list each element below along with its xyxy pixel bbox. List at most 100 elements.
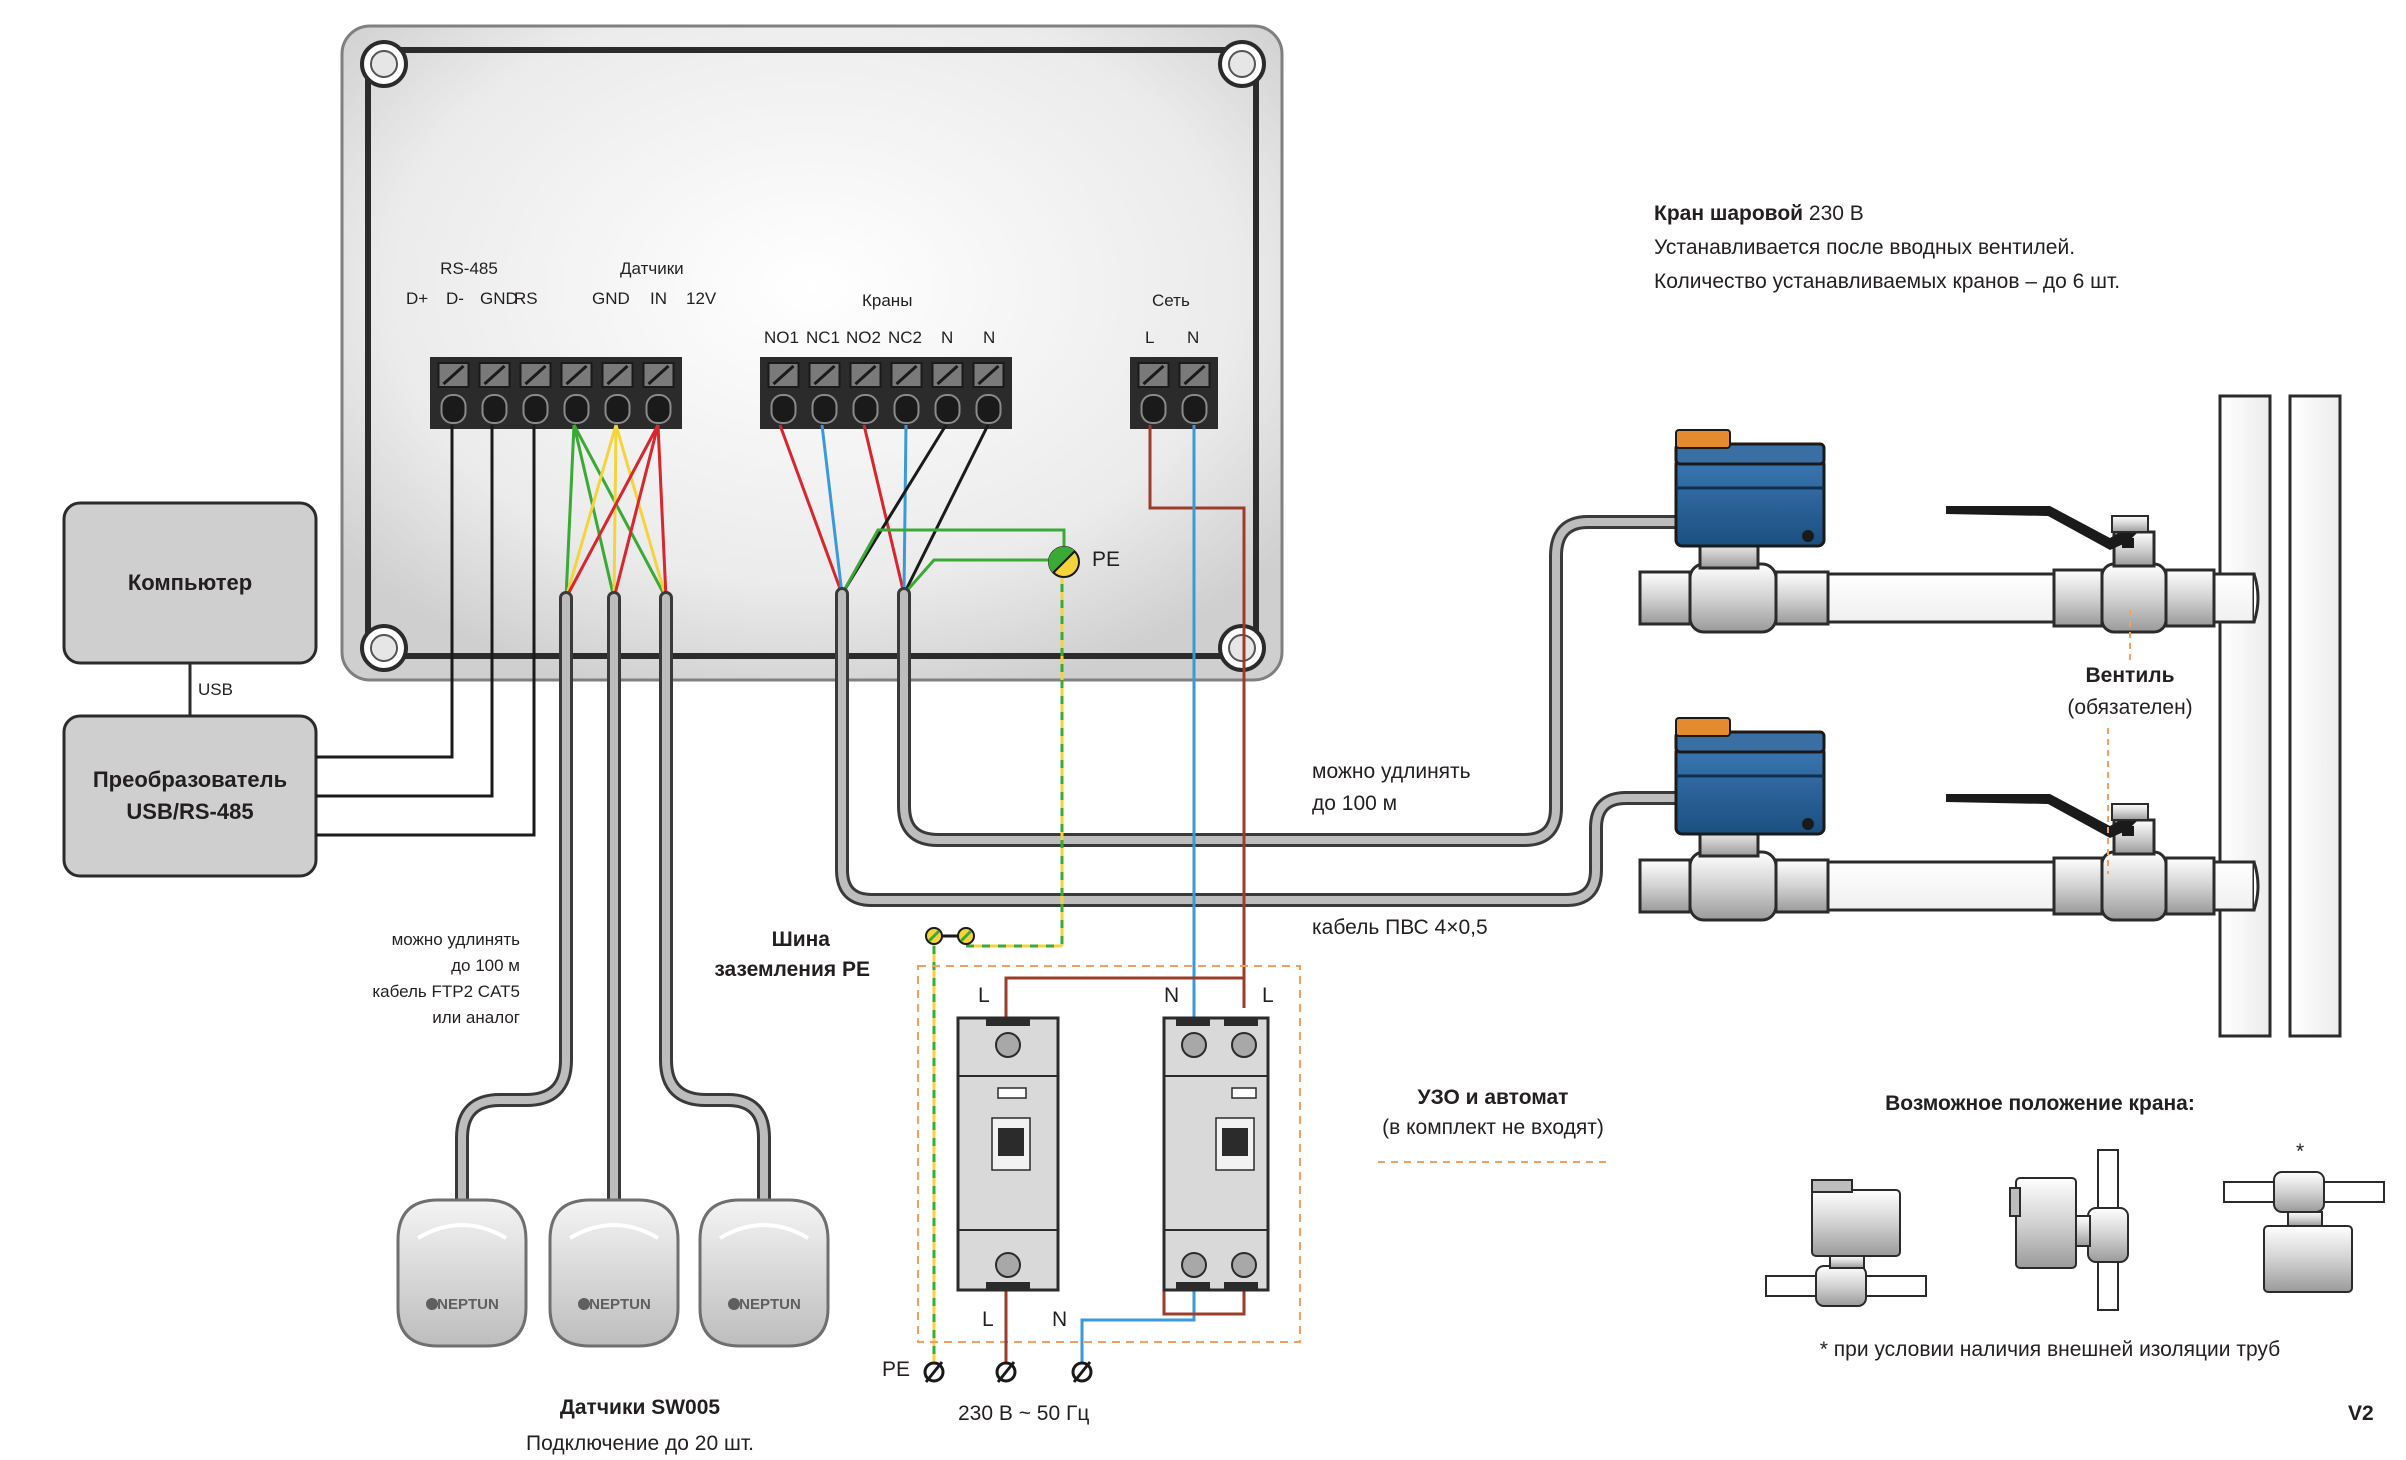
terminal-screw (642, 362, 675, 424)
sensor-wires (564, 424, 668, 599)
positions-asterisk: * (2296, 1140, 2305, 1163)
pin-network-l: L (1145, 328, 1155, 347)
pe-bus (925, 927, 975, 945)
water-sensor: NEPTUN (698, 1198, 830, 1348)
water-sensor: NEPTUN (396, 1198, 528, 1348)
controller-box (340, 24, 1284, 682)
terminal-screw (767, 362, 800, 424)
rcd-bottom-n: N (1052, 1308, 1068, 1331)
valve-handle (1946, 794, 2138, 838)
sensor-brand: NEPTUN (739, 1296, 801, 1313)
ball-valve-title-rest: 230 В (1803, 202, 1864, 225)
supply-terminal-pe (923, 1361, 945, 1383)
neptun-logo-icon (728, 1298, 740, 1310)
pe-bus-label-2: заземления PE (714, 958, 870, 981)
rcd (1162, 1016, 1270, 1292)
water-sensors: NEPTUN NEPTUN NEPTUN (396, 1198, 830, 1348)
terminal-screw (890, 362, 923, 424)
pin-gnd: GND (480, 289, 518, 308)
ball-valve (1638, 534, 1830, 634)
pin-sensor-in: IN (650, 289, 667, 308)
pin-n2: N (983, 328, 996, 347)
valve-wires (778, 424, 1066, 595)
terminal-block-rs485-sensors (430, 357, 682, 429)
pe-bus-label-1: Шина (771, 928, 830, 951)
sensor-cable-line2: до 100 м (451, 956, 520, 975)
terminal-screw (808, 362, 841, 424)
rcd-title: УЗО и автомат (1417, 1086, 1569, 1109)
rs485-wires (316, 425, 536, 837)
screw-hole (1218, 40, 1266, 88)
supply-terminal-n (1071, 1361, 1093, 1383)
valve-position-illustration (2223, 1171, 2385, 1293)
network-label: Сеть (1152, 291, 1190, 310)
shutoff-valve-note: (обязателен) (2067, 696, 2193, 719)
circuit-breaker (956, 1016, 1060, 1292)
neptun-logo-icon (578, 1298, 590, 1310)
terminal-screw (437, 362, 470, 424)
pin-d-minus: D- (446, 289, 464, 308)
neptun-logo-icon (426, 1298, 438, 1310)
screw-hole (360, 40, 408, 88)
sensor-brand: NEPTUN (437, 1296, 499, 1313)
pin-no1: NO1 (764, 328, 799, 347)
computer-label: Компьютер (127, 570, 253, 595)
valve-assembly (1638, 717, 2260, 922)
ball-valve-title: Кран шаровой 230 В (1654, 202, 1864, 226)
pin-sensor-12v: 12V (686, 289, 717, 308)
shutoff-valve (1946, 506, 2216, 634)
screw-hole (1218, 624, 1266, 672)
terminal-screw (560, 362, 593, 424)
supply-pe-label: PE (882, 1358, 911, 1381)
sensors-subtitle: Подключение до 20 шт. (526, 1432, 754, 1455)
terminal-block-network (1130, 357, 1218, 429)
sensors-label: Датчики (620, 259, 684, 278)
shutoff-valve-label: Вентиль (2085, 664, 2175, 687)
pin-network-n: N (1187, 328, 1200, 347)
terminal-screw (601, 362, 634, 424)
usb-label: USB (198, 680, 233, 699)
valves-label: Краны (862, 291, 913, 310)
pin-rs: RS (514, 289, 538, 308)
rs485-label: RS-485 (440, 259, 498, 278)
valve-actuator (1674, 717, 1826, 836)
ball-valve-line2: Количество устанавливаемых кранов – до 6… (1654, 270, 2121, 293)
terminal-screw (972, 362, 1005, 424)
supply-terminal-l (995, 1361, 1017, 1383)
valve-handle (1946, 506, 2138, 550)
pin-sensor-gnd: GND (592, 289, 630, 308)
pin-no2: NO2 (846, 328, 881, 347)
pe-symbol (1048, 546, 1080, 578)
network-wires (1148, 425, 1246, 1008)
version-label: V2 (2348, 1402, 2374, 1425)
water-sensor: NEPTUN (548, 1198, 680, 1348)
terminal-block-valves (760, 357, 1012, 429)
terminal-screw (1137, 362, 1170, 424)
valve-cables (835, 515, 1683, 907)
terminal-screw (931, 362, 964, 424)
supply-voltage: 230 В ~ 50 Гц (958, 1402, 1090, 1425)
screw-hole (360, 624, 408, 672)
valve-cable-extend-2: до 100 м (1312, 792, 1398, 815)
valve-actuator (1674, 429, 1826, 548)
positions-title: Возможное положение крана: (1885, 1092, 2195, 1115)
valve-position-illustration (1765, 1179, 1927, 1307)
pin-d-plus: D+ (406, 289, 429, 308)
pin-n1: N (941, 328, 954, 347)
pin-nc1: NC1 (806, 328, 841, 347)
rcd-top-n: N (1164, 984, 1180, 1007)
positions-footnote: * при условии наличия внешней изоляции т… (1819, 1338, 2281, 1361)
sensor-cable-line4: или аналог (432, 1008, 520, 1027)
ball-valve-line1: Устанавливается после вводных вентилей. (1654, 236, 2076, 259)
terminal-screw (849, 362, 882, 424)
sensor-cable-line3: кабель FTP2 CAT5 (372, 982, 520, 1001)
shutoff-valve (1946, 794, 2216, 922)
terminal-screw (478, 362, 511, 424)
valve-positions (1765, 1149, 2385, 1311)
sensor-cables (455, 591, 771, 1207)
ball-valve-title-bold: Кран шаровой (1654, 202, 1804, 225)
rcd-note: (в комплект не входят) (1382, 1116, 1604, 1139)
sensor-cable-line1: можно удлинять (391, 930, 520, 949)
converter-label-1: Преобразователь (92, 767, 288, 792)
